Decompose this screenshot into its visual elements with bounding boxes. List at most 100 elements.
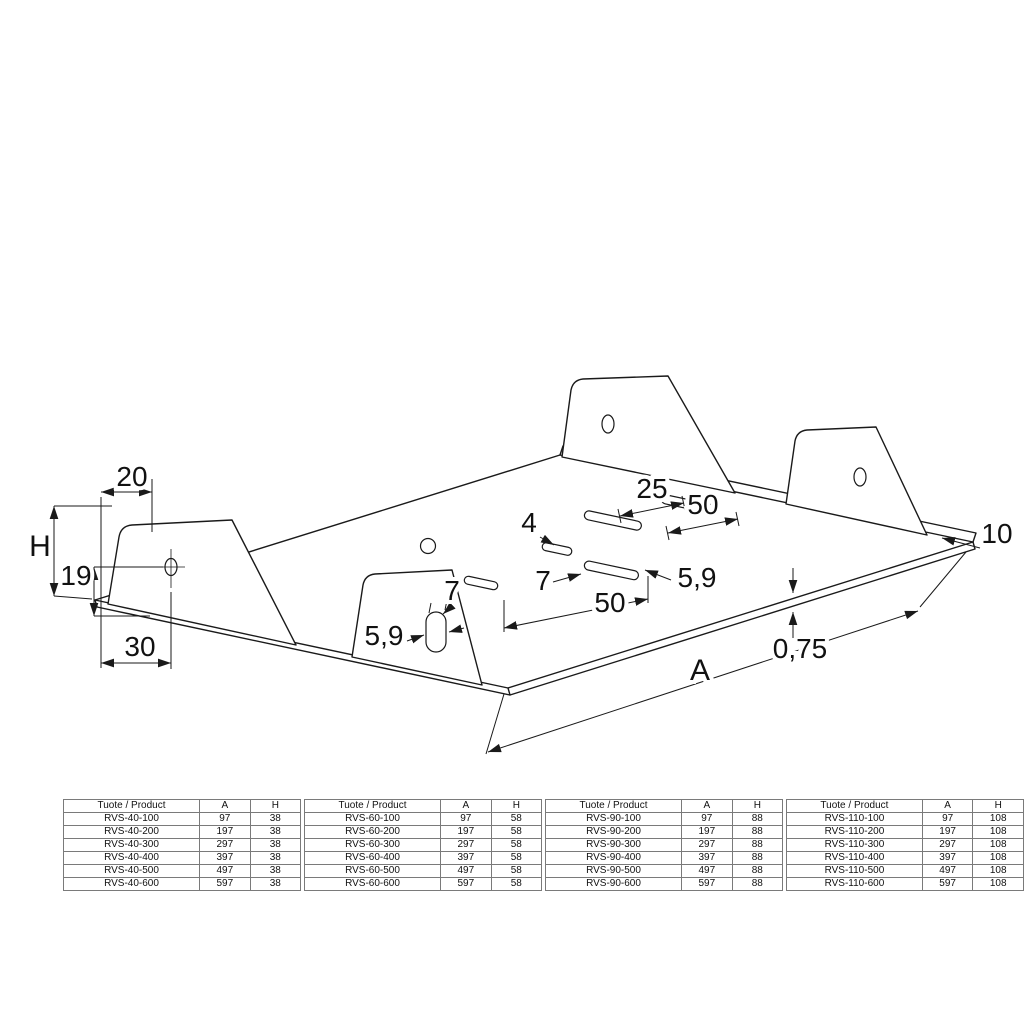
- value-cell: 58: [490, 838, 543, 852]
- value-cell: 197: [440, 825, 492, 839]
- value-cell: 88: [731, 877, 784, 891]
- value-cell: 297: [681, 838, 733, 852]
- table-header-cell: Tuote / Product: [63, 799, 200, 813]
- value-cell: 397: [199, 851, 251, 865]
- value-cell: 58: [490, 812, 543, 826]
- product-cell: RVS-90-100: [545, 812, 682, 826]
- value-cell: 108: [972, 851, 1024, 865]
- dim-7-mid-label: 7: [535, 565, 551, 596]
- value-cell: 38: [249, 812, 302, 826]
- value-cell: 38: [249, 851, 302, 865]
- value-cell: 38: [249, 877, 302, 891]
- value-cell: 97: [921, 812, 974, 826]
- plate-slots: [419, 494, 719, 591]
- value-cell: 197: [921, 825, 974, 839]
- value-cell: 297: [440, 838, 492, 852]
- dim-19-label: 19: [60, 560, 91, 591]
- value-cell: 97: [199, 812, 251, 826]
- value-cell: 97: [681, 812, 733, 826]
- back-middle-flange: [561, 375, 736, 494]
- product-cell: RVS-90-600: [545, 877, 682, 891]
- value-cell: 58: [490, 825, 543, 839]
- dim-4-label: 4: [521, 507, 537, 538]
- product-cell: RVS-90-500: [545, 864, 682, 878]
- value-cell: 97: [440, 812, 492, 826]
- dim-075-label: 0,75: [773, 633, 828, 664]
- product-cell: RVS-40-300: [63, 838, 200, 852]
- product-cell: RVS-110-200: [786, 825, 923, 839]
- table-header-cell: A: [921, 799, 974, 813]
- product-cell: RVS-60-500: [304, 864, 441, 878]
- value-cell: 38: [249, 825, 302, 839]
- value-cell: 197: [681, 825, 733, 839]
- product-cell: RVS-60-100: [304, 812, 441, 826]
- technical-drawing: 20 H 19 30 25 50 4 7 5,9 50 7 5,9 10 0,7…: [29, 375, 1013, 755]
- value-cell: 58: [490, 851, 543, 865]
- dim-H-label: H: [29, 530, 51, 563]
- product-cell: RVS-40-100: [63, 812, 200, 826]
- product-cell: RVS-60-200: [304, 825, 441, 839]
- front-flange-slot: [425, 611, 447, 653]
- value-cell: 597: [440, 877, 492, 891]
- value-cell: 108: [972, 812, 1024, 826]
- value-cell: 497: [921, 864, 974, 878]
- value-cell: 497: [681, 864, 733, 878]
- value-cell: 58: [490, 864, 543, 878]
- value-cell: 88: [731, 838, 784, 852]
- product-cell: RVS-110-100: [786, 812, 923, 826]
- value-cell: 108: [972, 877, 1024, 891]
- value-cell: 108: [972, 864, 1024, 878]
- value-cell: 108: [972, 825, 1024, 839]
- back-middle-flange-hole: [601, 414, 615, 434]
- dim-50-lower-label: 50: [594, 587, 625, 618]
- value-cell: 497: [199, 864, 251, 878]
- back-right-flange: [785, 426, 928, 536]
- front-flange: [351, 569, 483, 686]
- product-cell: RVS-40-400: [63, 851, 200, 865]
- product-cell: RVS-90-200: [545, 825, 682, 839]
- product-cell: RVS-60-300: [304, 838, 441, 852]
- back-right-flange-hole: [853, 467, 867, 487]
- value-cell: 297: [921, 838, 974, 852]
- value-cell: 88: [731, 812, 784, 826]
- value-cell: 197: [199, 825, 251, 839]
- table-header-cell: Tuote / Product: [304, 799, 441, 813]
- dim-30-label: 30: [124, 631, 155, 662]
- dim-7-front-label: 7: [444, 575, 460, 606]
- product-cell: RVS-40-200: [63, 825, 200, 839]
- dim-59-front-label: 5,9: [365, 620, 404, 651]
- product-cell: RVS-60-600: [304, 877, 441, 891]
- product-cell: RVS-40-500: [63, 864, 200, 878]
- value-cell: 397: [440, 851, 492, 865]
- value-cell: 397: [921, 851, 974, 865]
- table-header-cell: H: [731, 799, 784, 813]
- product-cell: RVS-110-400: [786, 851, 923, 865]
- value-cell: 88: [731, 851, 784, 865]
- table-header-cell: A: [440, 799, 492, 813]
- product-cell: RVS-90-400: [545, 851, 682, 865]
